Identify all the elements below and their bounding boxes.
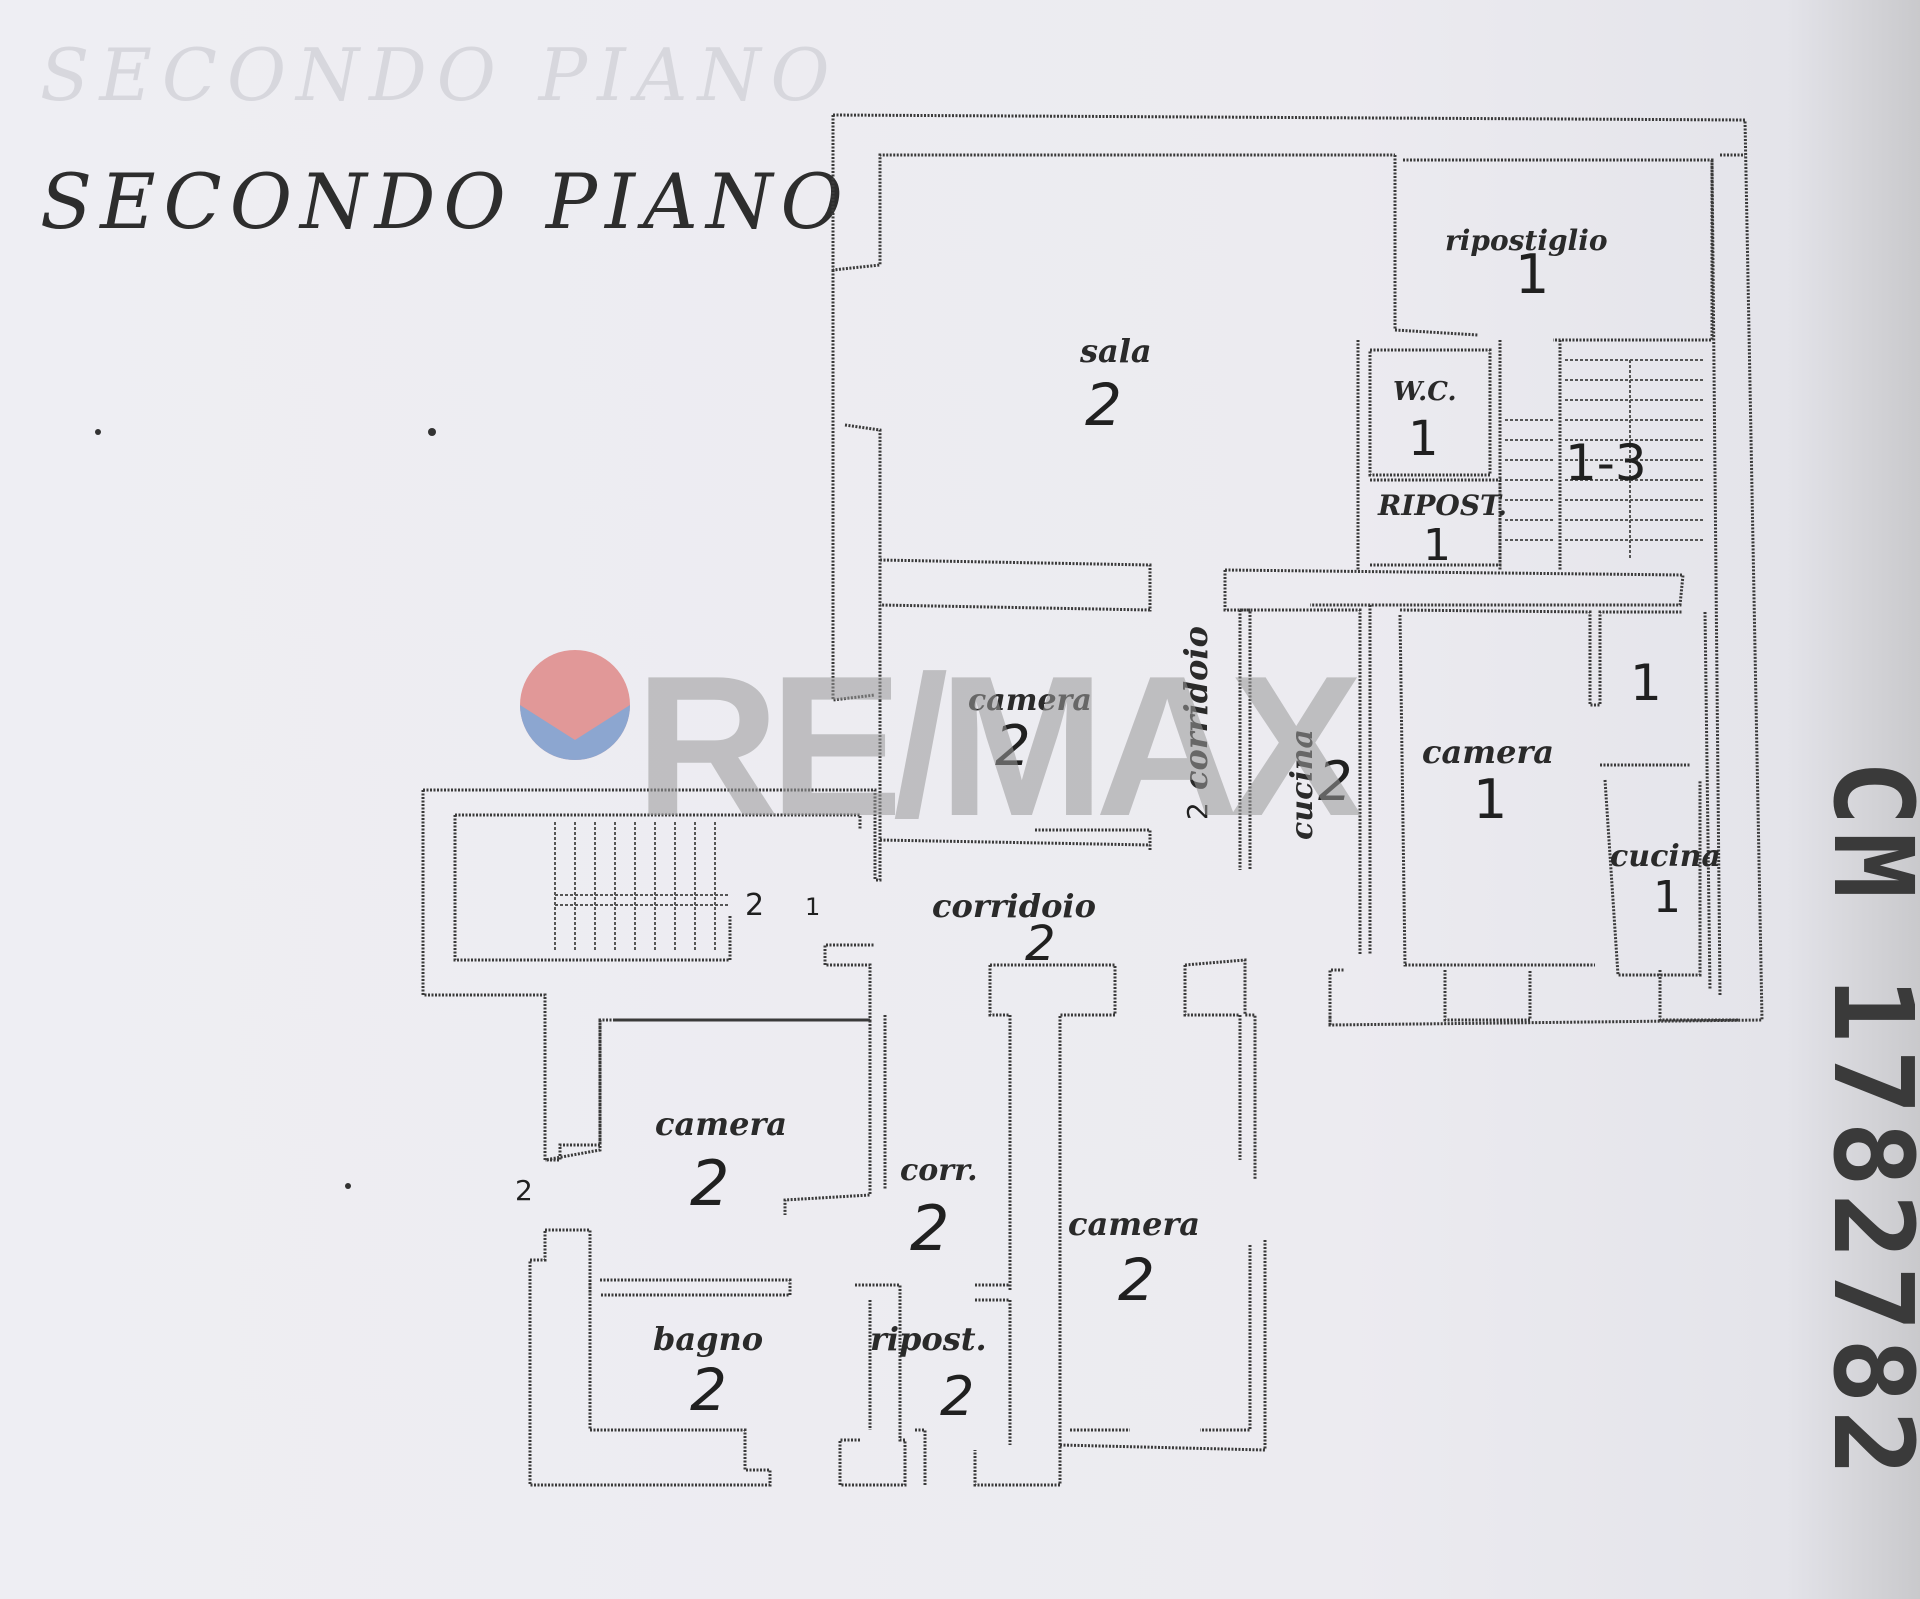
- remax-watermark-text: RE/MAX: [635, 635, 1361, 858]
- floor-number-camera-right: 1: [1473, 768, 1507, 831]
- room-label-camera-lower-left: camera: [655, 1105, 787, 1143]
- floor-number-camera-lower-left: 2: [690, 1147, 729, 1220]
- remax-balloon-lower-icon: [520, 705, 630, 760]
- left-edge-mark: 2: [515, 1174, 533, 1207]
- floor-number-cucina-right: 1: [1653, 872, 1681, 923]
- floor-number-ripost-upper: 1: [1423, 520, 1451, 571]
- room-label-ripost-lower: ripost.: [870, 1320, 987, 1358]
- floor-number-sala: 2: [1085, 371, 1122, 439]
- ghost-title: SECONDO PIANO: [40, 33, 840, 117]
- floor-number-camera-center: 2: [995, 714, 1031, 779]
- room-label-camera-center: camera: [968, 683, 1092, 718]
- floor-number-corridoio-main: 2: [1025, 916, 1056, 972]
- room-label-cucina-left: cucina: [1285, 729, 1320, 840]
- floor-number-ripost-lower: 2: [940, 1365, 974, 1428]
- paper-speck: [95, 429, 101, 435]
- floor-number-stair-upper: 1-3: [1565, 434, 1647, 492]
- cucina-left-label-group: cucina: [1285, 729, 1320, 840]
- paper-speck: [345, 1183, 351, 1189]
- page-title: SECONDO PIANO: [40, 157, 851, 246]
- floor-number-corr: 2: [910, 1192, 949, 1265]
- floor-number-bagno: 2: [690, 1356, 727, 1424]
- stair-mark-b: 1: [805, 893, 820, 921]
- stair-mark-a: 2: [745, 888, 764, 923]
- room-label-ripost-upper: RIPOST.: [1377, 489, 1507, 522]
- room-label-ripostiglio: ripostiglio: [1445, 224, 1608, 257]
- room-label-corridoio-vertical: corridoio: [1177, 626, 1215, 790]
- floor-number-small-right: 1: [1630, 654, 1662, 712]
- room-label-sala: sala: [1079, 332, 1152, 370]
- vertical-corridor-label-group: 2 corridoio: [1177, 626, 1215, 820]
- floor-number-wc: 1: [1408, 411, 1439, 467]
- floor-number-cucina-left: 2: [1318, 750, 1352, 813]
- room-label-corridoio-main: corridoio: [932, 887, 1096, 925]
- room-labels: sala 2 ripostiglio 1 W.C. 1 1-3 RIPOST. …: [515, 224, 1721, 1428]
- room-label-camera-right: camera: [1422, 733, 1554, 771]
- stamp-text: CM 1782782: [1809, 760, 1920, 1482]
- remax-watermark: RE/MAX: [520, 635, 1371, 858]
- vertical-stamp: CM 1782782: [1809, 760, 1920, 1482]
- floor-number-corridoio-vertical: 2: [1181, 802, 1214, 820]
- room-label-wc: W.C.: [1393, 377, 1457, 407]
- room-label-bagno: bagno: [653, 1320, 763, 1358]
- paper-speck: [428, 428, 436, 436]
- room-label-camera-lower-right: camera: [1068, 1205, 1200, 1243]
- floor-number-ripostiglio: 1: [1515, 243, 1549, 306]
- room-label-cucina-right: cucina: [1610, 839, 1721, 874]
- room-label-corr: corr.: [900, 1153, 978, 1188]
- floor-number-camera-lower-right: 2: [1118, 1246, 1155, 1314]
- walls: [421, 113, 1764, 1487]
